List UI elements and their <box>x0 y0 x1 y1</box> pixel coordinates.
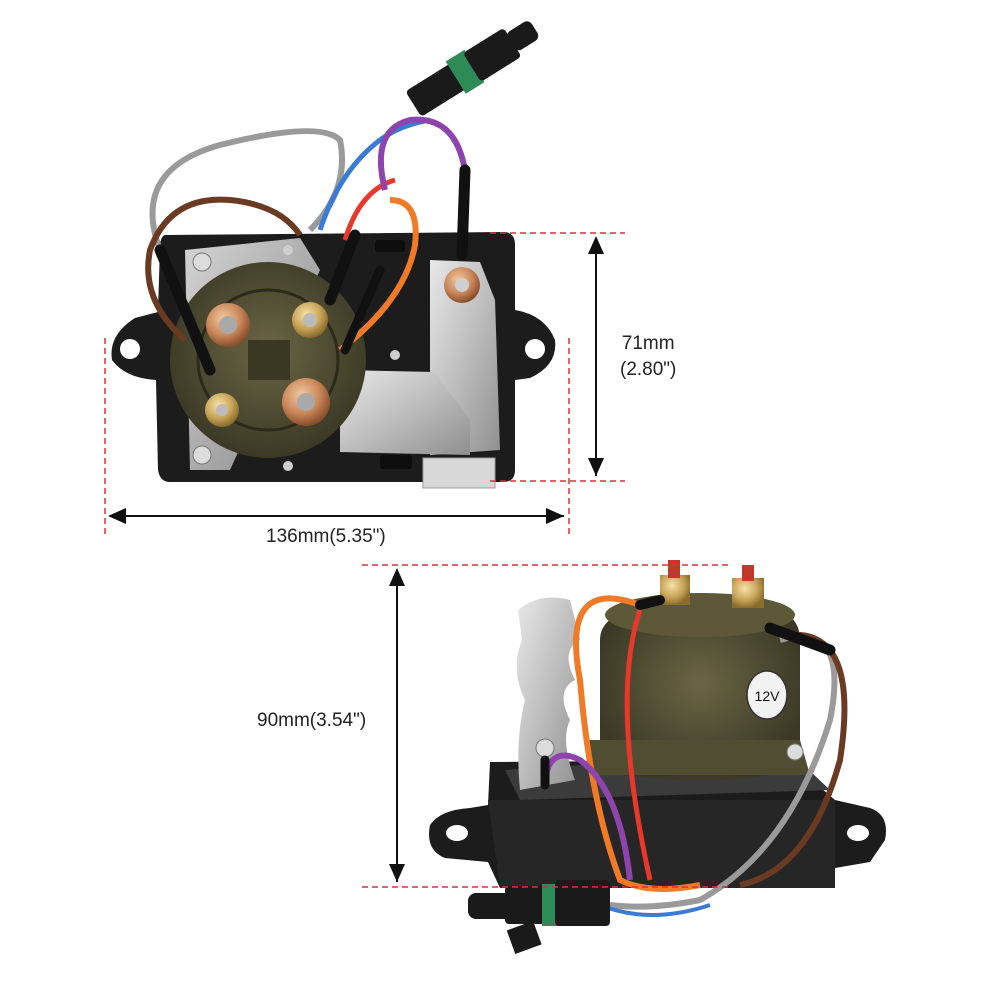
height-dimension-label: 71mm (2.80") <box>620 331 676 383</box>
side-view-solenoid: 12V <box>429 560 886 955</box>
weatherpack-connector <box>406 21 539 116</box>
depth-dimension-label: 90mm(3.54") <box>257 710 367 731</box>
mount-hole-right <box>525 339 545 359</box>
wire-purple <box>377 116 468 191</box>
dimension-guides-top <box>104 232 625 538</box>
wire-purple <box>542 752 633 881</box>
height-in-label: (2.80") <box>620 359 677 380</box>
top-view-solenoid <box>111 21 556 489</box>
wire-red <box>342 177 396 241</box>
coil-body <box>600 605 800 780</box>
voltage-badge: 12V <box>746 670 788 720</box>
height-mm-label: 71mm <box>621 333 675 354</box>
wire-blue <box>599 903 711 917</box>
wire-red <box>624 609 653 881</box>
wire-brown <box>145 196 303 343</box>
wire-blue <box>317 117 431 231</box>
voltage-badge-label: 12V <box>755 688 781 704</box>
wire-orange <box>338 197 419 353</box>
dimension-guides-side <box>362 564 730 888</box>
width-dimension-label: 136mm(5.35") <box>266 526 386 547</box>
wire-gray <box>149 128 345 252</box>
weatherpack-connector <box>468 880 610 955</box>
mount-bracket <box>516 597 580 790</box>
mount-hole-left <box>120 339 140 359</box>
